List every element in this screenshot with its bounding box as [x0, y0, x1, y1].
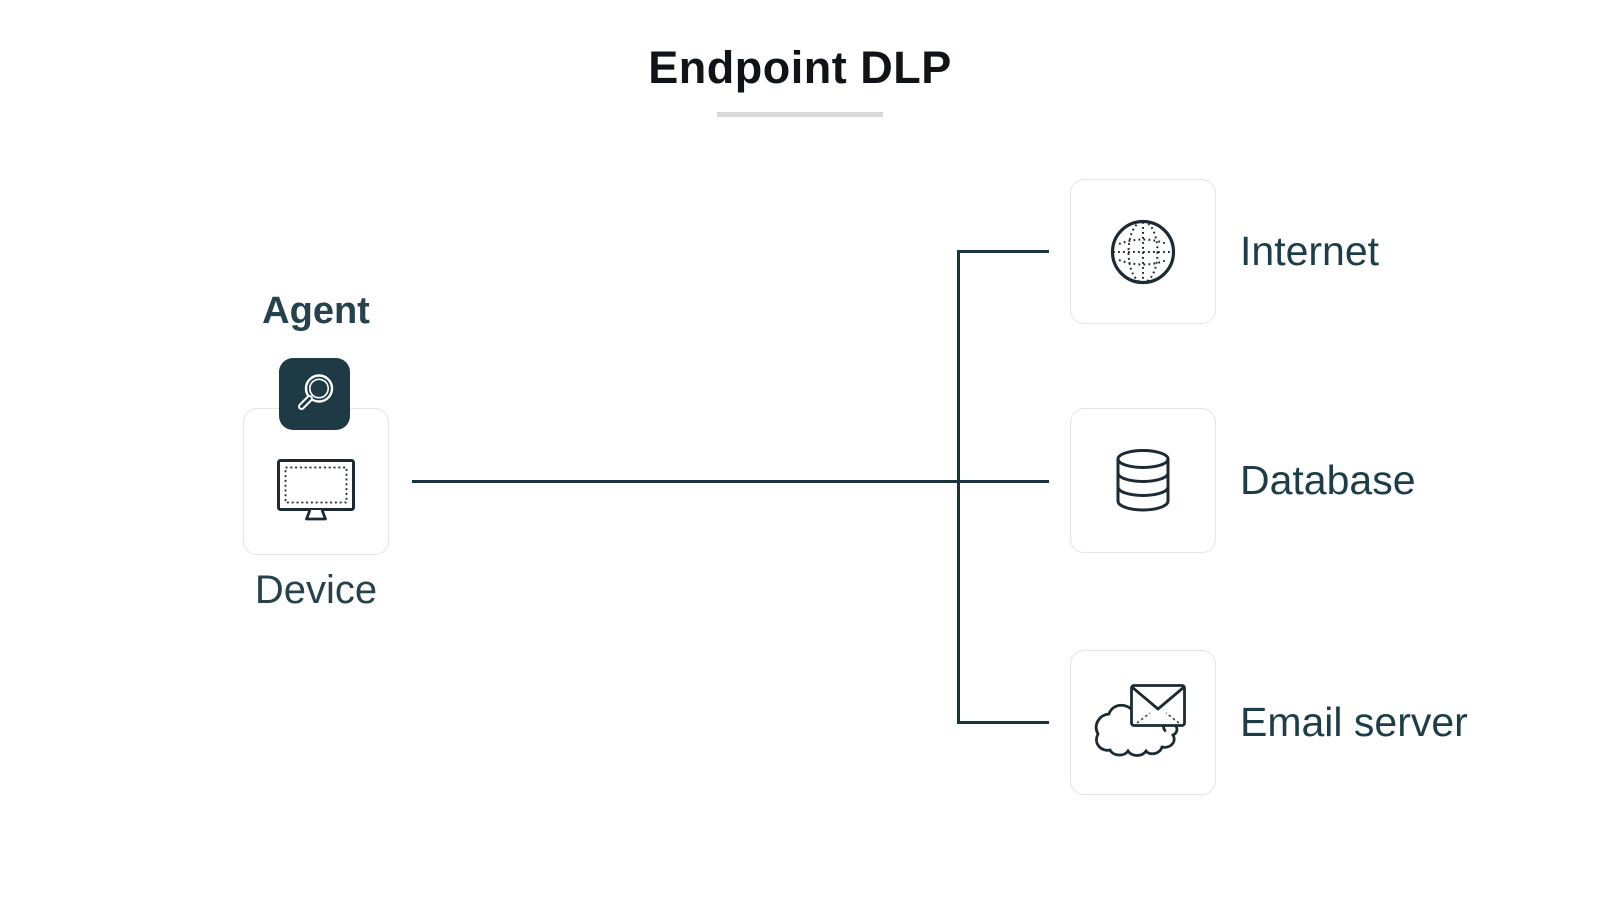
- device-card: [243, 408, 389, 555]
- connector-trunk-vertical: [957, 250, 960, 724]
- connector-branch-email: [957, 721, 1049, 724]
- target-card-internet: [1070, 179, 1216, 324]
- device-label: Device: [254, 568, 378, 612]
- page-title: Endpoint DLP: [648, 42, 952, 93]
- target-label-internet: Internet: [1240, 228, 1380, 274]
- target-card-database: [1070, 408, 1216, 553]
- magnifier-icon: [292, 371, 338, 417]
- target-card-email: [1070, 650, 1216, 795]
- database-icon: [1114, 448, 1172, 514]
- globe-icon: [1109, 218, 1177, 286]
- connector-branch-internet: [957, 250, 1049, 253]
- target-label-email: Email server: [1240, 699, 1468, 745]
- email-cloud-icon: [1093, 681, 1193, 765]
- monitor-icon: [276, 458, 356, 522]
- target-label-database: Database: [1240, 457, 1416, 503]
- connector-device-to-trunk: [412, 480, 1049, 483]
- agent-badge: [279, 358, 350, 430]
- agent-label: Agent: [262, 290, 370, 332]
- title-underline: [717, 112, 883, 117]
